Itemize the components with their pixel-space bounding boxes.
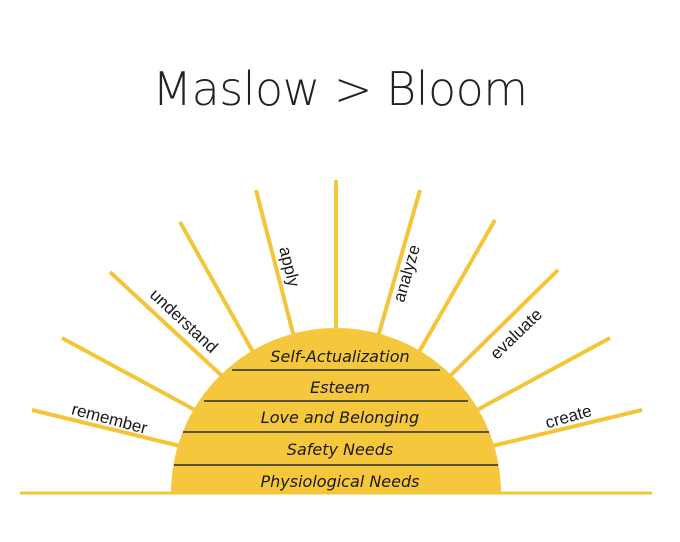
maslow-level-label: Love and Belonging (261, 408, 419, 427)
diagram-title: Maslow > Bloom (152, 62, 528, 116)
rays (31, 180, 643, 448)
level-dividers (174, 369, 498, 466)
ray (491, 408, 643, 448)
ray (417, 219, 497, 353)
maslow-level-label: Physiological Needs (261, 472, 420, 491)
bloom-label: remember (70, 399, 150, 437)
ray (254, 189, 296, 338)
ray (449, 268, 560, 377)
ray (476, 336, 611, 412)
bloom-label: understand (146, 285, 221, 357)
ray (108, 270, 223, 377)
maslow-level-label: Esteem (310, 378, 370, 397)
ray (178, 221, 255, 353)
maslow-labels: Self-Actualization Esteem Love and Belon… (261, 347, 420, 491)
ray (376, 189, 422, 338)
maslow-level-label: Self-Actualization (270, 347, 409, 366)
ray (61, 336, 196, 412)
ray (31, 408, 181, 448)
maslow-level-label: Safety Needs (287, 440, 393, 459)
